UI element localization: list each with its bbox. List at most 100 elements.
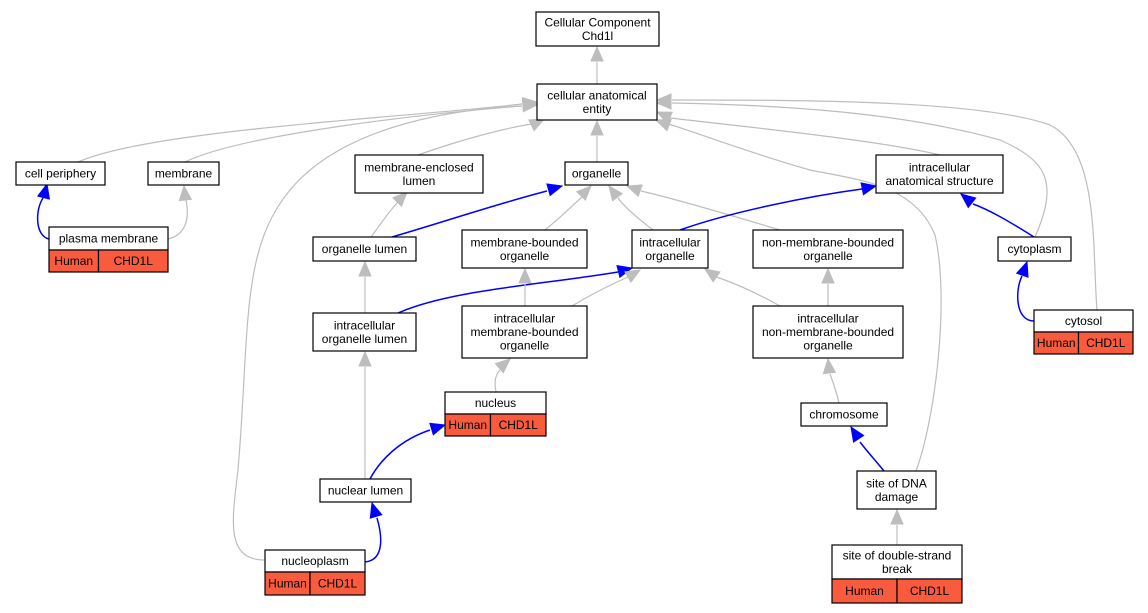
edge-line [671, 102, 1048, 238]
edge-line [829, 373, 840, 404]
edge-arrowhead [890, 508, 904, 525]
edge-arrowhead [178, 184, 193, 202]
gene-badge [489, 413, 547, 437]
edge-arrowhead [625, 184, 643, 198]
node-box [312, 312, 417, 352]
node-label: membrane-enclosed [364, 160, 473, 174]
node-box [752, 305, 904, 359]
edge-orglumen-to-organelle [391, 183, 564, 238]
edge-arrowhead [429, 422, 447, 436]
node-label: non-membrane-bounded [762, 325, 894, 339]
node-box [354, 154, 484, 194]
edge-line [417, 123, 533, 156]
species-badge-label: Human [448, 418, 487, 432]
node-nuclumen[interactable]: nuclear lumen [319, 478, 412, 503]
node-box [461, 229, 588, 269]
node-label: plasma membrane [59, 232, 159, 246]
node-label: membrane-bounded [470, 325, 578, 339]
node-box [147, 161, 220, 186]
edge-line [715, 276, 781, 307]
edge-nuclumen-to-iol [358, 350, 372, 479]
edge-arrowhead [655, 93, 672, 107]
node-label: organelle [645, 249, 695, 263]
edge-arrowhead [860, 182, 878, 196]
edge-cytosol-to-cae [655, 93, 1098, 311]
node-label: Chd1l [582, 29, 613, 43]
edge-line [1017, 275, 1035, 322]
edge-line [617, 197, 654, 231]
node-label: site of DNA [866, 476, 927, 490]
edge-arrowhead [528, 118, 546, 132]
gene-badge [309, 571, 366, 596]
edge-chromosome-to-inmbo [822, 357, 840, 404]
edge-arrowhead [703, 268, 721, 283]
node-label: non-membrane-bounded [762, 235, 894, 249]
node-label: lumen [403, 174, 436, 188]
species-badge-label: Human [1037, 336, 1076, 350]
node-label: nucleoplasm [281, 554, 348, 568]
edge-line [544, 196, 583, 231]
node-label: intracellular [639, 235, 700, 249]
gene-badge [1077, 331, 1134, 355]
node-membrane[interactable]: membrane [147, 161, 220, 186]
edge-arrowhead [494, 358, 511, 374]
edge-arrowhead [590, 45, 604, 62]
edge-melumen-to-cae [417, 118, 546, 156]
species-badge-label: Human [845, 584, 884, 598]
edge-cae-to-root [590, 45, 604, 84]
gene-badge-label: CHD1L [114, 254, 154, 268]
edge-pm-to-membrane [167, 184, 193, 240]
edge-arrowhead [822, 357, 837, 375]
node-label: Cellular Component [544, 15, 651, 29]
edge-mbo-to-organelle [544, 185, 592, 231]
node-label: membrane-bounded [470, 235, 578, 249]
edge-dsb-to-dnadmg [890, 508, 904, 545]
edge-dnadmg-to-cae [654, 118, 942, 472]
edge-io-to-organelle [608, 184, 654, 231]
node-label: membrane [155, 167, 213, 181]
edge-line [391, 190, 548, 238]
node-cellper[interactable]: cell periphery [15, 161, 106, 186]
node-label: chromosome [809, 408, 879, 422]
node-label: nuclear lumen [328, 484, 403, 498]
node-inmbo[interactable]: intracellularnon-membrane-boundedorganel… [752, 305, 904, 359]
node-label: organelle lumen [322, 332, 407, 346]
node-box [831, 544, 963, 580]
node-box [319, 478, 412, 503]
edge-line [679, 188, 863, 231]
edge-line [184, 105, 523, 163]
edge-nuclumen-to-nucleus [369, 422, 447, 480]
edge-arrowhead [850, 425, 865, 443]
species-badge-label: Human [54, 254, 93, 268]
node-chromosome[interactable]: chromosome [800, 402, 888, 427]
edge-arrowhead [522, 98, 539, 113]
node-cytoplasm[interactable]: cytoplasm [997, 236, 1072, 262]
node-label: intracellular [797, 312, 858, 326]
edge-nucleus-to-imbo [494, 358, 511, 393]
node-organelle[interactable]: organelle [564, 161, 629, 186]
node-orglumen[interactable]: organelle lumen [312, 236, 417, 262]
node-label: damage [875, 490, 919, 504]
node-label: cell periphery [25, 167, 96, 181]
edge-line [369, 429, 431, 480]
node-box [564, 161, 629, 186]
node-box [15, 161, 106, 186]
gene-badge-label: CHD1L [499, 418, 539, 432]
edge-arrowhead [36, 182, 51, 200]
